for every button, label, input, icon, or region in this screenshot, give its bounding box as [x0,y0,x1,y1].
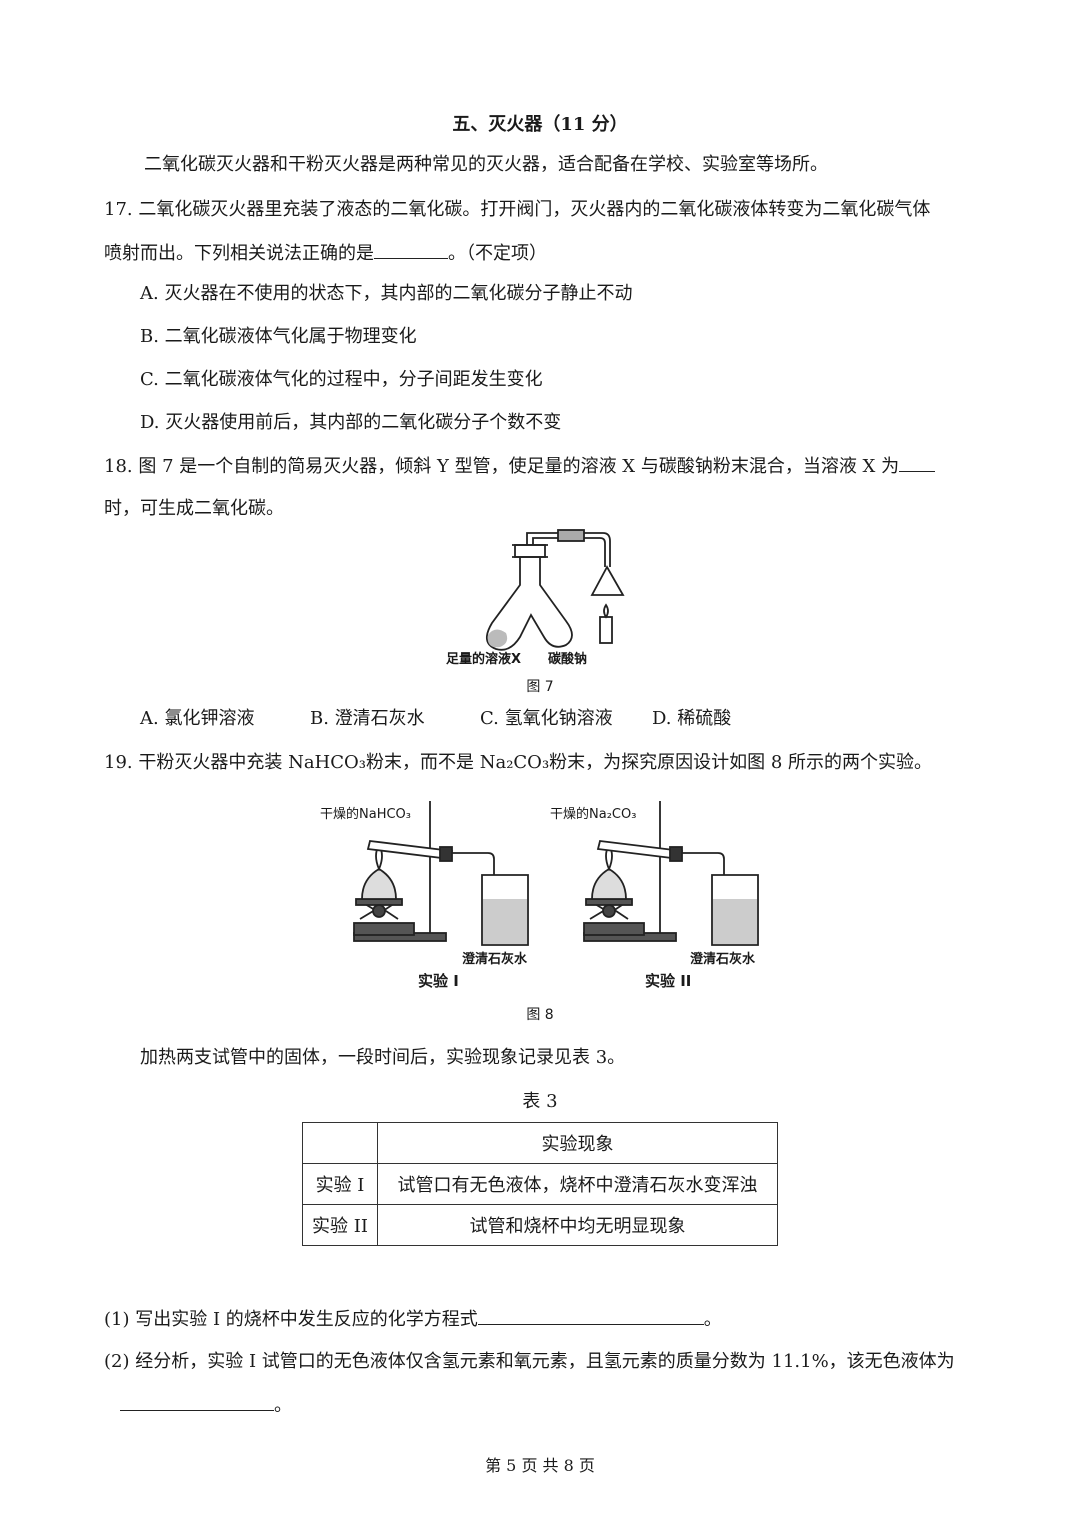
table-row-label: 实验 II [302,1204,378,1246]
q19-line1: 19. 干粉灭火器中充装 NaHCO₃粉末，而不是 Na₂CO₃粉末，为探究原因… [104,752,933,773]
q19-after-figure-text: 加热两支试管中的固体，一段时间后，实验现象记录见表 3。 [140,1047,626,1068]
table-row-label: 实验 I [302,1163,378,1205]
figure-8-exp1-name: 实验 I [418,972,459,990]
q19-sub2-line2: 。 [120,1392,292,1419]
q18-option-c: C. 氢氧化钠溶液 [480,708,613,729]
q19-sub1-text: (1) 写出实验 I 的烧杯中发生反应的化学方程式 [104,1309,478,1330]
figure-8-exp1-reagent-label: 干燥的NaHCO₃ [320,807,411,822]
figure-8-exp2-beaker-label: 澄清石灰水 [690,952,756,967]
q18-option-d: D. 稀硫酸 [652,708,732,729]
table-header-cell-phenomenon: 实验现象 [377,1122,778,1164]
table-row: 实验 I 试管口有无色液体，烧杯中澄清石灰水变浑浊 [302,1163,778,1205]
q17-option-a: A. 灭火器在不使用的状态下，其内部的二氧化碳分子静止不动 [140,283,633,304]
figure-7-caption: 图 7 [526,679,554,695]
table-header-cell-empty [302,1122,378,1164]
figure-8-exp2-name: 实验 II [645,972,692,990]
q19-sub2-end: 。 [274,1395,292,1416]
figure-7-y-tube-apparatus [486,529,625,651]
figure-8-experiment-2-apparatus [583,801,759,946]
figure-7-label-carbonate: 碳酸钠 [548,652,588,667]
q17-option-d: D. 灭火器使用前后，其内部的二氧化碳分子个数不变 [140,412,562,433]
q17-answer-blank [374,240,448,259]
q19-sub1: (1) 写出实验 I 的烧杯中发生反应的化学方程式 。 [104,1306,722,1333]
q18-answer-blank [899,453,936,472]
table-3: 实验现象 实验 I 试管口有无色液体，烧杯中澄清石灰水变浑浊 实验 II 试管和… [302,1122,778,1246]
figure-8-exp2-reagent-label: 干燥的Na₂CO₃ [550,807,637,822]
q17-option-b: B. 二氧化碳液体气化属于物理变化 [140,326,417,347]
q17-stem-end: 。（不定项） [448,243,547,264]
intro-text: 二氧化碳灭火器和干粉灭火器是两种常见的灭火器，适合配备在学校、实验室等场所。 [144,154,828,175]
q19-sub1-answer-blank [477,1306,704,1325]
q18-line1: 18. 图 7 是一个自制的简易灭火器，倾斜 Y 型管，使足量的溶液 X 与碳酸… [104,453,936,480]
figure-8-experiment-1-apparatus [353,801,529,946]
q18-option-b: B. 澄清石灰水 [310,708,425,729]
table-row: 实验 II 试管和烧杯中均无明显现象 [302,1204,778,1246]
q17-stem: 喷射而出。下列相关说法正确的是 [104,243,374,264]
page-footer: 第 5 页 共 8 页 [485,1456,595,1475]
figure-8-caption: 图 8 [526,1007,554,1023]
q19-sub1-end: 。 [703,1309,722,1330]
q17-option-c: C. 二氧化碳液体气化的过程中，分子间距发生变化 [140,369,543,390]
q17-line2: 喷射而出。下列相关说法正确的是 。（不定项） [104,240,547,267]
table-header-row: 实验现象 [302,1122,778,1164]
table-3-caption: 表 3 [522,1091,558,1112]
q18-line2: 时，可生成二氧化碳。 [104,498,284,519]
q18-stem: 18. 图 7 是一个自制的简易灭火器，倾斜 Y 型管，使足量的溶液 X 与碳酸… [104,456,900,477]
section-title: 五、灭火器（11 分） [452,114,628,135]
q18-option-a: A. 氯化钾溶液 [140,708,255,729]
figure-8-exp1-beaker-label: 澄清石灰水 [462,952,528,967]
q19-sub2-answer-blank [120,1392,274,1411]
table-cell: 试管口有无色液体，烧杯中澄清石灰水变浑浊 [377,1163,778,1205]
q17-line1: 17. 二氧化碳灭火器里充装了液态的二氧化碳。打开阀门，灭火器内的二氧化碳液体转… [104,199,931,220]
table-cell: 试管和烧杯中均无明显现象 [377,1204,778,1246]
q19-sub2-line1: (2) 经分析，实验 I 试管口的无色液体仅含氢元素和氧元素，且氢元素的质量分数… [104,1351,955,1372]
figure-7-label-solution: 足量的溶液X [446,652,522,667]
q18-options: A. 氯化钾溶液 B. 澄清石灰水 C. 氢氧化钠溶液 D. 稀硫酸 [140,706,731,732]
